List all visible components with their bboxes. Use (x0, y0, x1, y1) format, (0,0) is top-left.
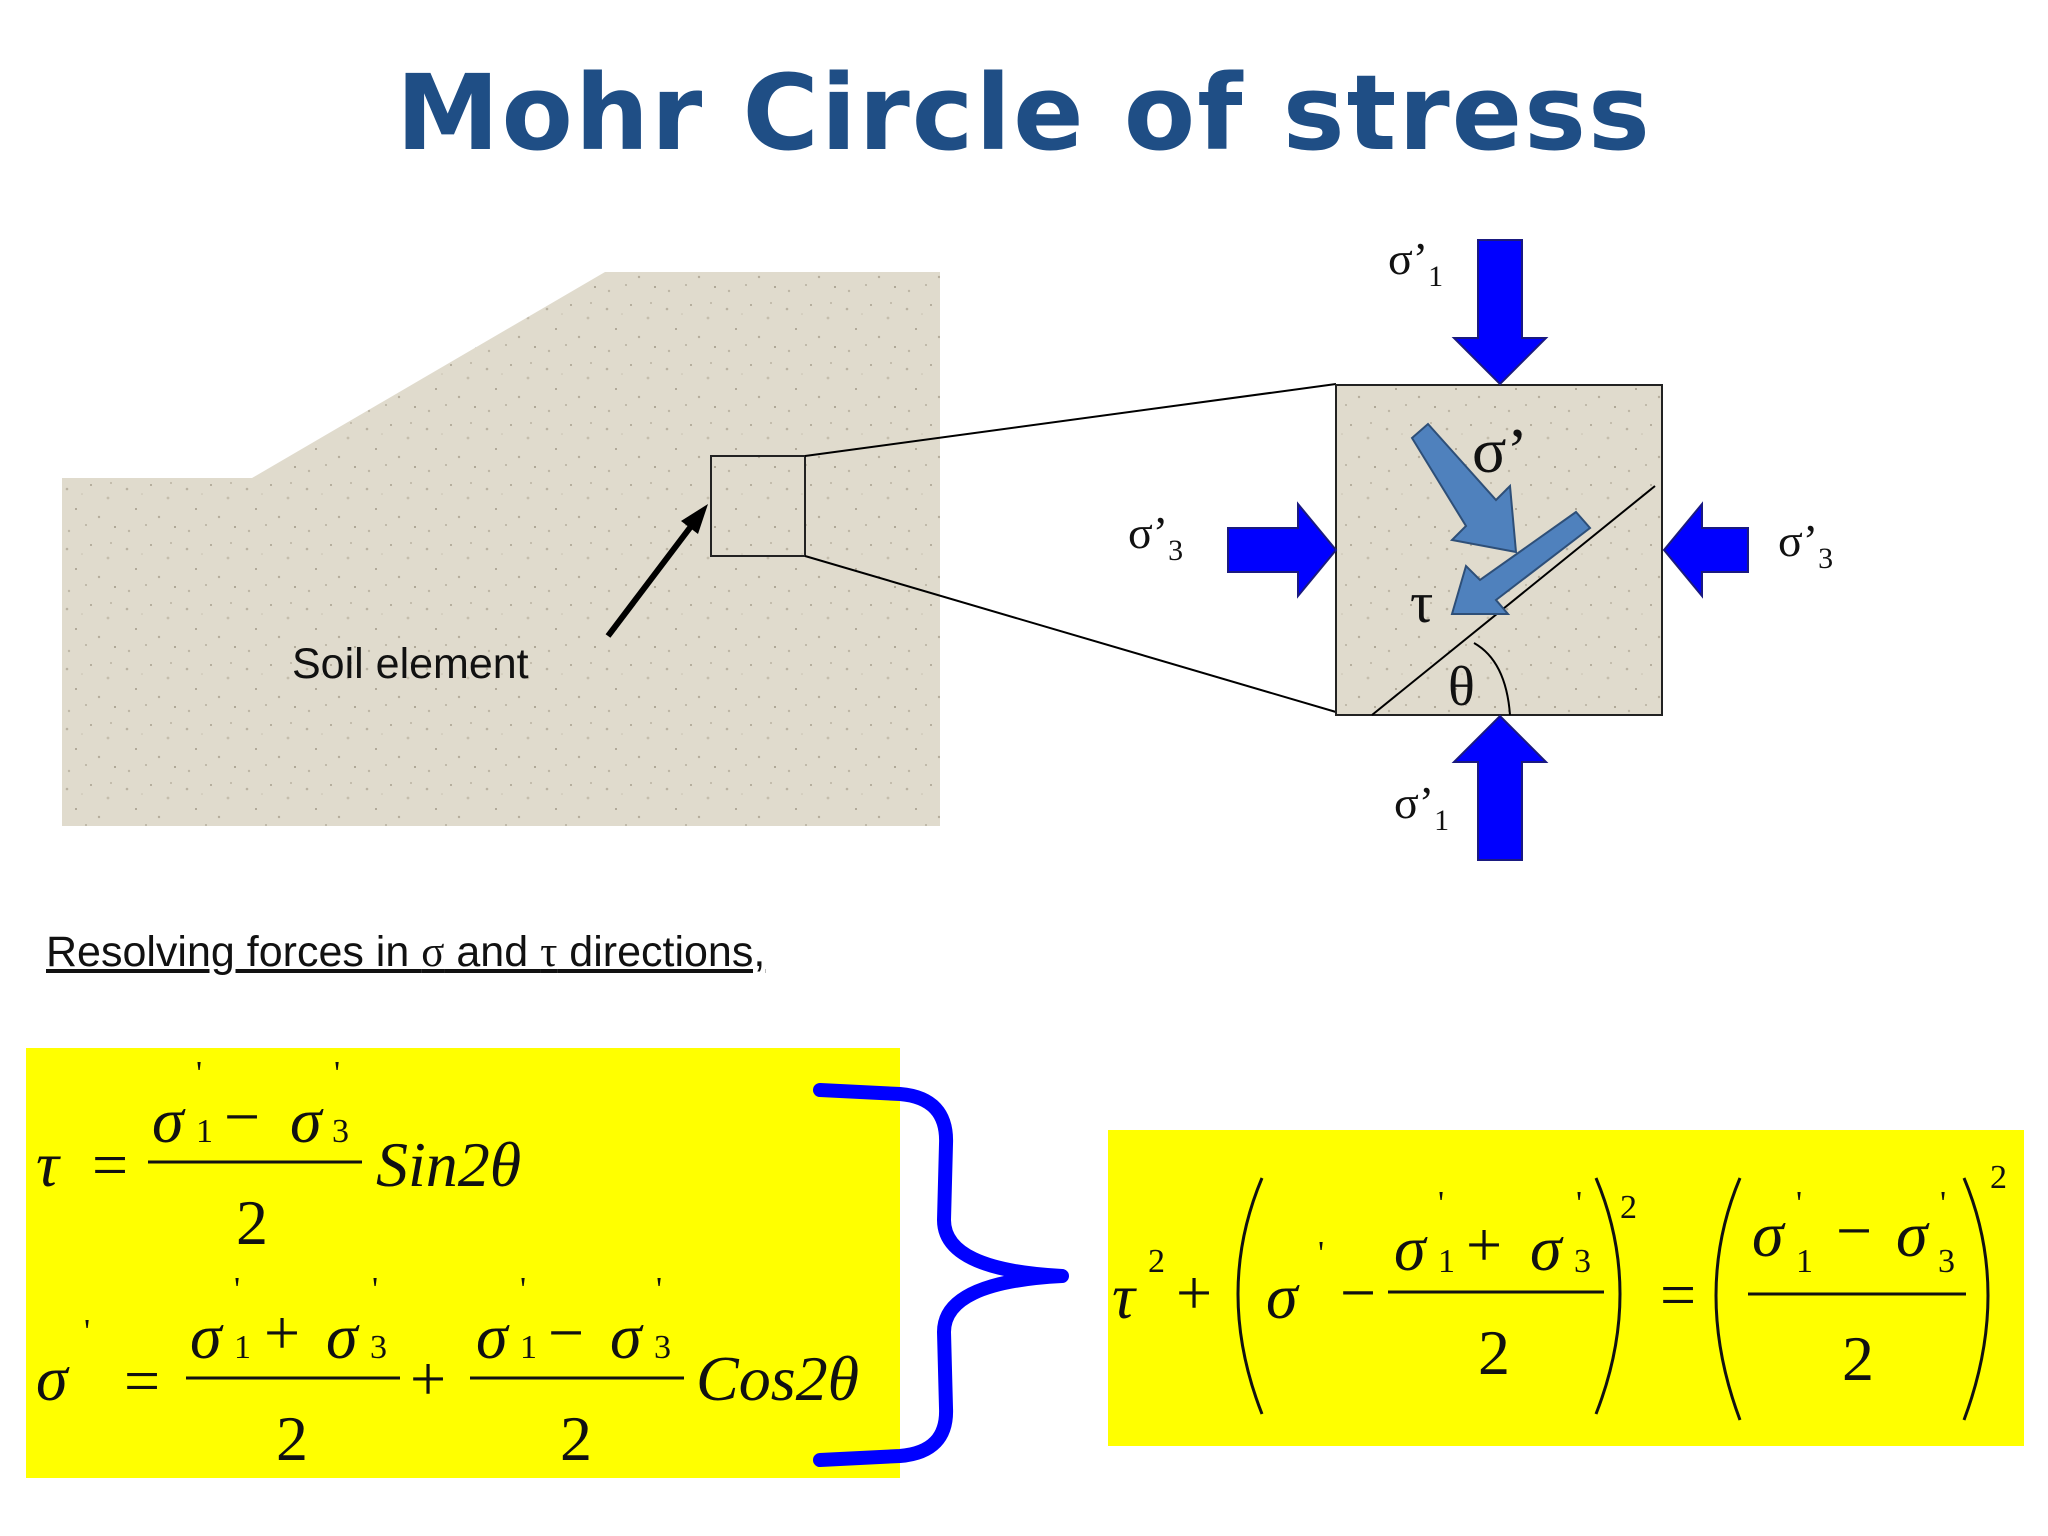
svg-text:σ: σ (152, 1085, 186, 1156)
svg-text:=: = (124, 1345, 160, 1416)
sigma1-bottom-label: σ’1 (1394, 777, 1449, 837)
sigma3-left-label: σ’3 (1128, 507, 1183, 567)
svg-text:3: 3 (1574, 1243, 1591, 1280)
soil-element-label: Soil element (292, 640, 529, 688)
svg-text:1: 1 (196, 1113, 213, 1150)
svg-text:+: + (1176, 1257, 1212, 1328)
sigma3-right-label: σ’3 (1778, 515, 1833, 575)
svg-text:2: 2 (1148, 1243, 1165, 1280)
svg-text:1: 1 (1438, 1243, 1455, 1280)
svg-text:2: 2 (236, 1187, 268, 1258)
normal-stress-arrow (1410, 422, 1518, 554)
svg-text:σ: σ (1530, 1213, 1564, 1284)
svg-text:+: + (264, 1297, 300, 1368)
svg-text:Cos2θ: Cos2θ (696, 1343, 859, 1414)
svg-text:': ' (334, 1055, 340, 1092)
svg-text:τ: τ (36, 1129, 61, 1200)
theta-label: θ (1448, 656, 1475, 718)
svg-text:': ' (520, 1271, 526, 1308)
svg-text:σ: σ (610, 1301, 644, 1372)
svg-text:σ: σ (1266, 1261, 1300, 1332)
tau-equation: τ = σ 1 ' − σ 3 ' 2 Sin2θ (36, 1055, 521, 1258)
equation-box-left (26, 1048, 900, 1478)
svg-text:': ' (196, 1055, 202, 1092)
svg-text:τ: τ (1112, 1261, 1137, 1332)
svg-text:σ: σ (326, 1301, 360, 1372)
svg-text:−: − (1340, 1257, 1376, 1328)
svg-text:σ: σ (1752, 1199, 1786, 1270)
svg-text:3: 3 (332, 1113, 349, 1150)
zoom-line-top (804, 383, 1337, 457)
svg-text:+: + (410, 1343, 446, 1414)
svg-text:−: − (224, 1081, 260, 1152)
shear-stress-arrow (1450, 510, 1592, 615)
svg-text:3: 3 (654, 1329, 671, 1366)
theta-arc (1473, 642, 1511, 716)
svg-text:=: = (92, 1129, 128, 1200)
svg-text:': ' (656, 1271, 662, 1308)
soil-element-box (710, 455, 806, 557)
sigma-equation: σ ' = σ 1 ' + σ 3 ' 2 + σ 1 ' − σ 3 ' 2 … (36, 1271, 859, 1474)
svg-text:σ: σ (190, 1301, 224, 1372)
svg-text:σ: σ (476, 1301, 510, 1372)
mohr-circle-equation: τ 2 + σ ' − σ 1 ' + σ 3 ' 2 2 = σ 1 ' − … (1112, 1159, 2007, 1421)
svg-text:1: 1 (1796, 1243, 1813, 1280)
sigma1-bottom-arrow (1451, 714, 1549, 861)
svg-text:': ' (1940, 1185, 1946, 1222)
svg-text:σ: σ (1896, 1199, 1930, 1270)
svg-text:': ' (372, 1271, 378, 1308)
svg-text:2: 2 (1620, 1189, 1637, 1226)
svg-text:2: 2 (1478, 1317, 1510, 1388)
svg-text:σ: σ (36, 1343, 70, 1414)
normal-stress-label: σ’ (1472, 415, 1528, 486)
shear-stress-label: τ (1410, 570, 1433, 635)
sigma3-right-arrow (1662, 501, 1749, 599)
svg-text:+: + (1466, 1209, 1502, 1280)
svg-text:−: − (1836, 1195, 1872, 1266)
zoom-line-bottom (804, 555, 1337, 713)
svg-text:': ' (234, 1271, 240, 1308)
svg-text:Sin2θ: Sin2θ (376, 1129, 521, 1200)
svg-text:2: 2 (1842, 1323, 1874, 1394)
svg-text:−: − (548, 1297, 584, 1368)
svg-text:2: 2 (560, 1403, 592, 1474)
svg-text:σ: σ (290, 1085, 324, 1156)
sigma1-top-label: σ’1 (1388, 233, 1443, 293)
slide-title: Mohr Circle of stress (396, 52, 1652, 174)
svg-text:': ' (1318, 1235, 1324, 1272)
svg-text:1: 1 (234, 1329, 251, 1366)
svg-text:3: 3 (1938, 1243, 1955, 1280)
svg-text:': ' (1438, 1185, 1444, 1222)
svg-text:': ' (1576, 1185, 1582, 1222)
svg-text:=: = (1660, 1259, 1696, 1330)
failure-plane (1371, 485, 1656, 716)
svg-text:2: 2 (276, 1403, 308, 1474)
svg-text:2: 2 (1990, 1159, 2007, 1196)
curly-brace (813, 1083, 1069, 1467)
svg-text:': ' (84, 1313, 90, 1350)
svg-text:1: 1 (520, 1329, 537, 1366)
svg-text:σ: σ (1394, 1213, 1428, 1284)
sigma3-left-arrow (1227, 501, 1338, 599)
pointer-arrow (605, 523, 695, 638)
resolving-forces-text: Resolving forces in σ and τ directions, (46, 928, 766, 976)
sigma1-top-arrow (1451, 239, 1549, 386)
svg-text:': ' (1796, 1185, 1802, 1222)
soil-mass (62, 272, 940, 826)
svg-text:3: 3 (370, 1329, 387, 1366)
